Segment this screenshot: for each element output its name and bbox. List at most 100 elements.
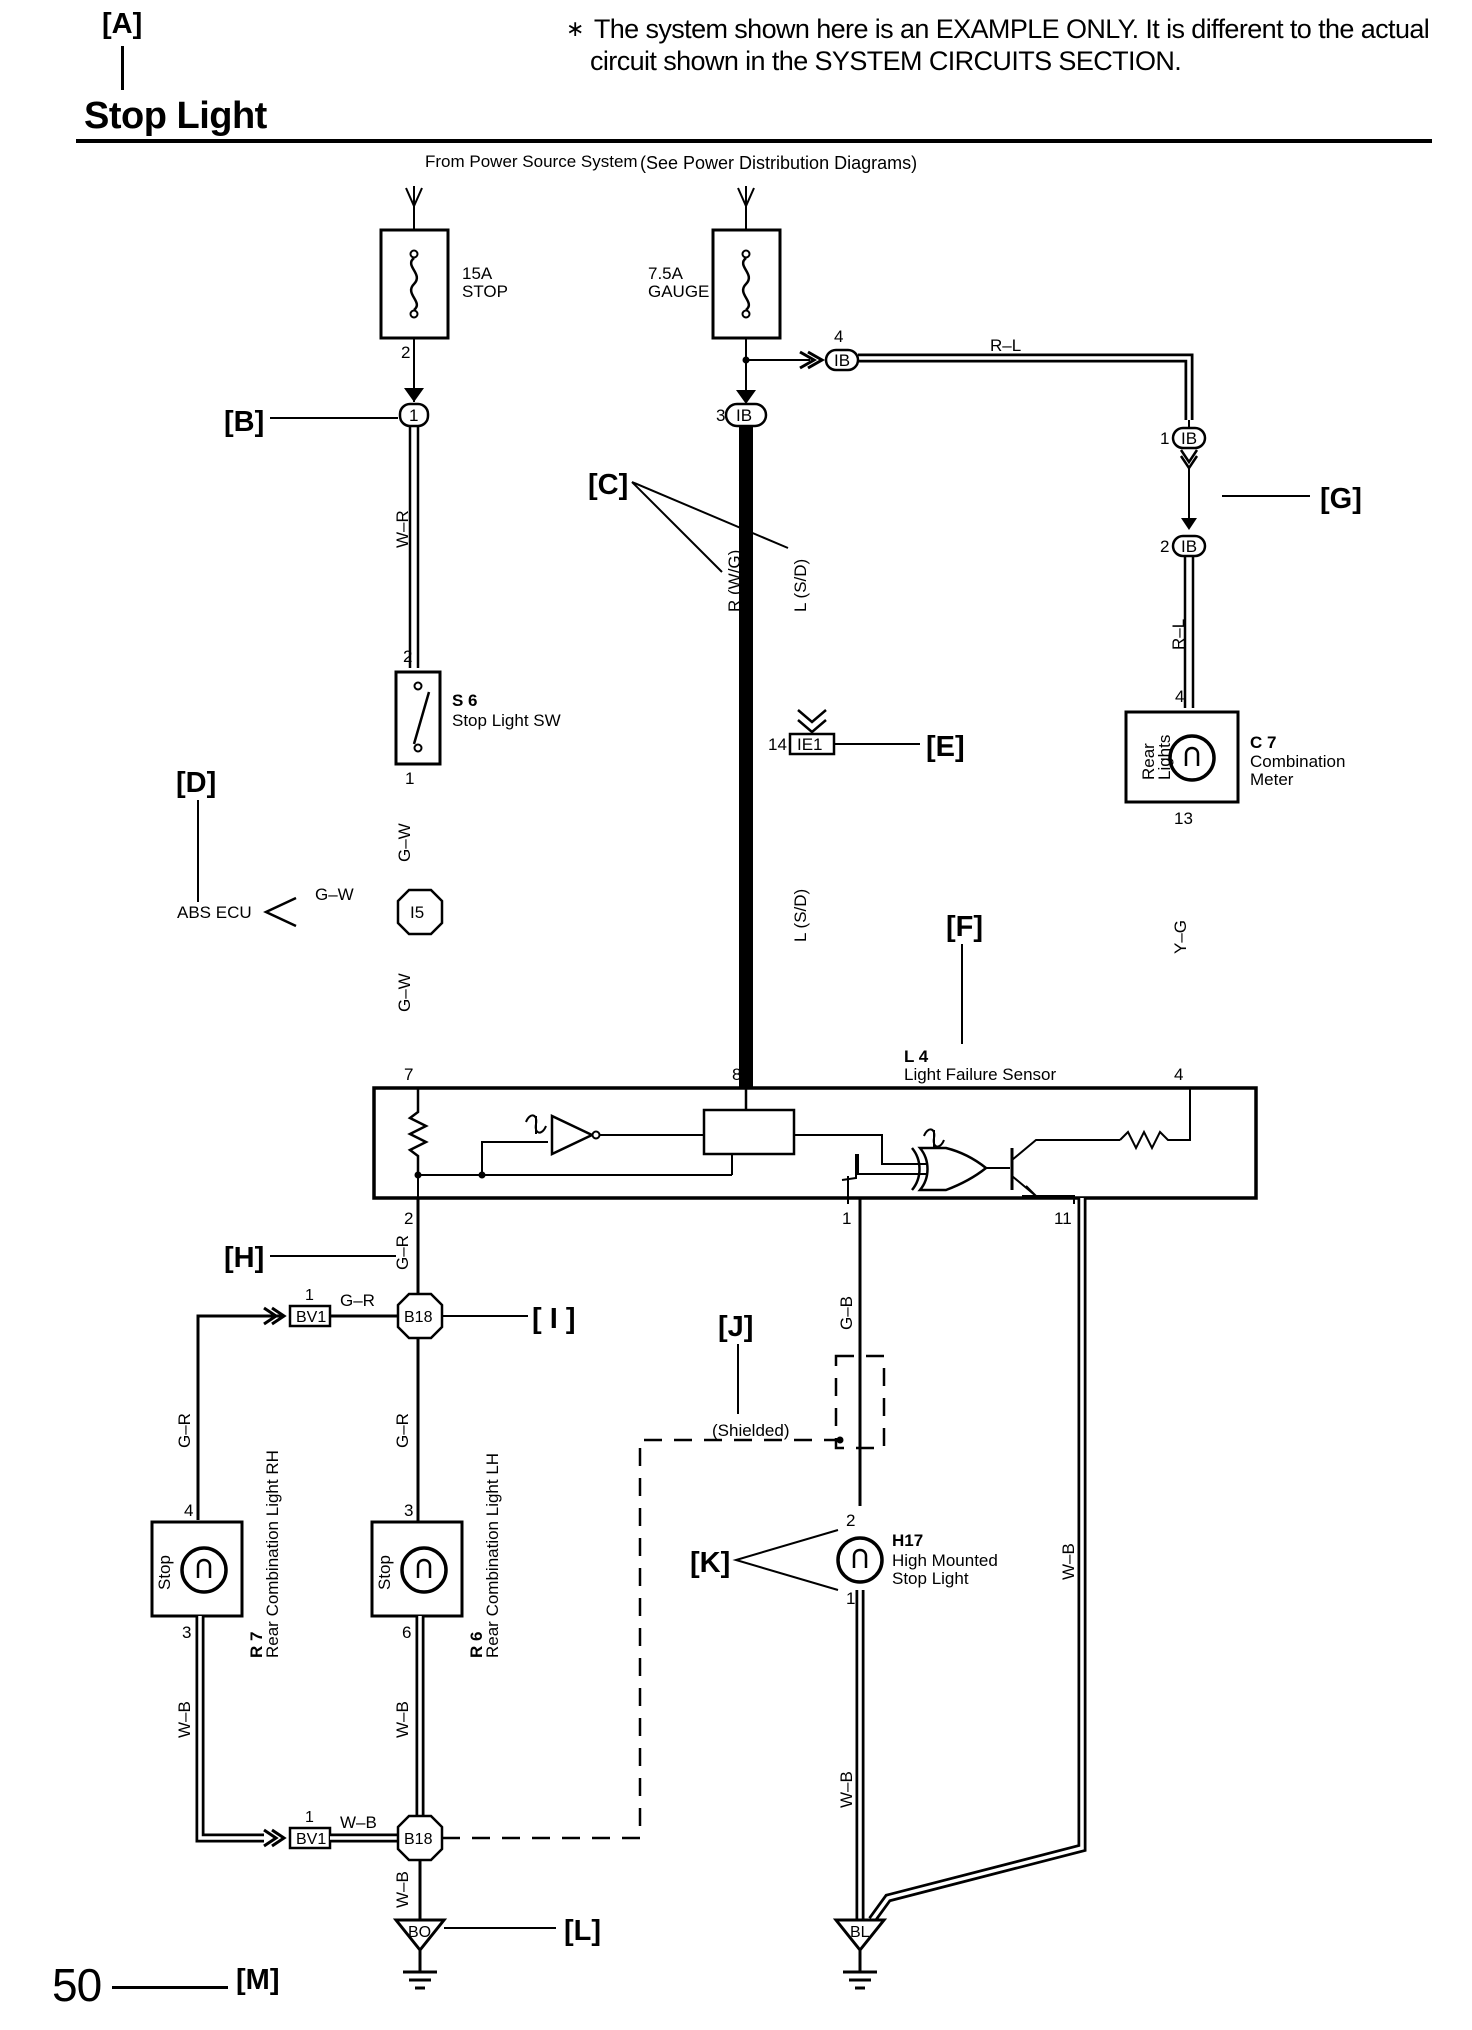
wire-wb-bv1: W–B [340,1813,377,1832]
r6-inner: Stop [375,1555,394,1590]
tag-h: [H] [224,1242,264,1274]
wire-wb-h17: W–B [837,1771,856,1808]
wire-lsd-upper: L (S/D) [791,559,810,612]
connector-bv1-top [288,1304,332,1328]
s6-code: S 6 [452,691,478,710]
gauge-feed-arrow [737,187,755,209]
s6-name: Stop Light SW [452,711,561,730]
c7-inner-1: Rear [1139,743,1158,780]
connector-i5-label: I5 [410,903,424,922]
wire-gw-upper: G–W [395,823,414,862]
r7-pin-bottom: 3 [182,1623,191,1642]
high-mounted-stop-light-bulb [836,1536,884,1584]
header-rule [76,139,1432,143]
s6-pin-bottom: 1 [405,769,414,788]
note-line-1: The system shown here is an EXAMPLE ONLY… [593,14,1430,44]
tag-m: [M] [236,1964,280,1996]
connector-ib-1 [1171,426,1207,450]
connector-ib-3-code: IB [736,406,752,425]
power-source-paren: (See Power Distribution Diagrams) [640,153,917,173]
note-asterisk: ∗ [566,16,584,41]
page-number: 50 [52,1959,102,2011]
tag-a: [A] [102,8,143,40]
l4-pin-7: 7 [404,1065,413,1084]
fuse-stop-name: STOP [462,282,508,301]
example-note: ∗ The system shown here is an EXAMPLE ONL… [566,14,1430,77]
connector-ib-2 [1171,534,1207,558]
wire-rl-right: R–L [1169,619,1188,650]
abs-ecu-label: ABS ECU [177,903,252,922]
connector-ie1-code: IE1 [797,735,823,754]
connector-b18-bottom-label: B18 [404,1831,433,1848]
connector-ie1-pin: 14 [768,735,787,754]
c7-name-2: Meter [1250,770,1294,789]
wire-rwg-thick [739,426,753,1088]
wire-lsd-lower: L (S/D) [791,889,810,942]
tag-f: [F] [946,911,983,943]
tag-d: [D] [176,767,216,799]
wire-gw-lower: G–W [395,973,414,1012]
ie1-arrow [797,709,827,734]
ground-bl [832,1918,888,1953]
stop-feed-arrow [405,187,423,209]
r6-bulb-icon [400,1546,448,1594]
connector-bv1-bottom-pin: 1 [305,1809,314,1826]
connector-b18-top-label: B18 [404,1309,433,1326]
fuse-gauge-rating: 7.5A [648,264,684,283]
r7-name: Rear Combination Light RH [263,1450,282,1658]
l4-pin-11: 11 [1054,1209,1072,1228]
connector-ib-3-pin: 3 [716,406,725,425]
connector-ib-2-pin: 2 [1160,537,1169,556]
c7-inner-2: Lights [1155,735,1174,780]
connector-ib-1-pin: 1 [1160,429,1169,448]
connector-ib-4-code: IB [834,351,850,370]
l4-pin-4: 4 [1174,1065,1183,1084]
wire-yg: Y–G [1171,920,1190,954]
l4-pin-1: 1 [842,1209,851,1228]
r6-code: R 6 [467,1632,486,1658]
tag-b: [B] [224,406,264,438]
h17-pin-top: 2 [846,1511,855,1530]
l4-pin-2: 2 [404,1209,413,1228]
h17-name-2: Stop Light [892,1569,969,1588]
fuse-stop-pin: 2 [401,343,410,362]
connector-ib-4 [824,348,860,372]
wire-wb-left: W–B [175,1701,194,1738]
connector-ib-2-code: IB [1181,537,1197,556]
connector-1 [398,402,430,428]
power-source-text: From Power Source System [425,152,638,171]
connector-ib-4-pin: 4 [834,327,843,346]
ground-bo-label: BO [408,1924,431,1941]
tag-l: [L] [564,1915,601,1947]
ground-bo-icon [401,1948,439,1990]
r7-bulb-icon [180,1546,228,1594]
wire-gr-h: G–R [393,1235,412,1270]
wire-gr-bv1: G–R [340,1291,375,1310]
tag-j: [J] [718,1311,753,1343]
l4-name: Light Failure Sensor [904,1065,1056,1084]
note-line-2: circuit shown in the SYSTEM CIRCUITS SEC… [590,46,1182,76]
abs-ecu-arrow [263,896,297,928]
rear-lights-bulb-icon [1168,734,1216,782]
fuse-gauge-name: GAUGE [648,282,709,301]
tag-e: [E] [926,731,965,763]
wire-gr-mid: G–R [393,1413,412,1448]
tag-g: [G] [1320,483,1362,515]
connector-bv1-top-code: BV1 [296,1309,326,1326]
shield-dashed-line [442,1438,846,1840]
connector-bv1-bottom-code: BV1 [296,1831,326,1848]
wire-wr: W–R [393,510,412,548]
l4-pin-8: 8 [732,1065,741,1084]
ground-bl-icon [841,1948,879,1990]
wire-wb-mid: W–B [393,1701,412,1738]
r7-code: R 7 [247,1632,266,1658]
h17-name-1: High Mounted [892,1551,998,1570]
h17-code: H17 [892,1531,923,1550]
r6-name: Rear Combination Light LH [483,1453,502,1658]
tag-k: [K] [690,1547,730,1579]
c7-name-1: Combination [1250,752,1345,771]
shielded-label: (Shielded) [712,1421,790,1440]
tag-i: [ I ] [532,1303,576,1335]
c7-pin-bottom: 13 [1174,809,1193,828]
ground-bo [392,1918,448,1953]
